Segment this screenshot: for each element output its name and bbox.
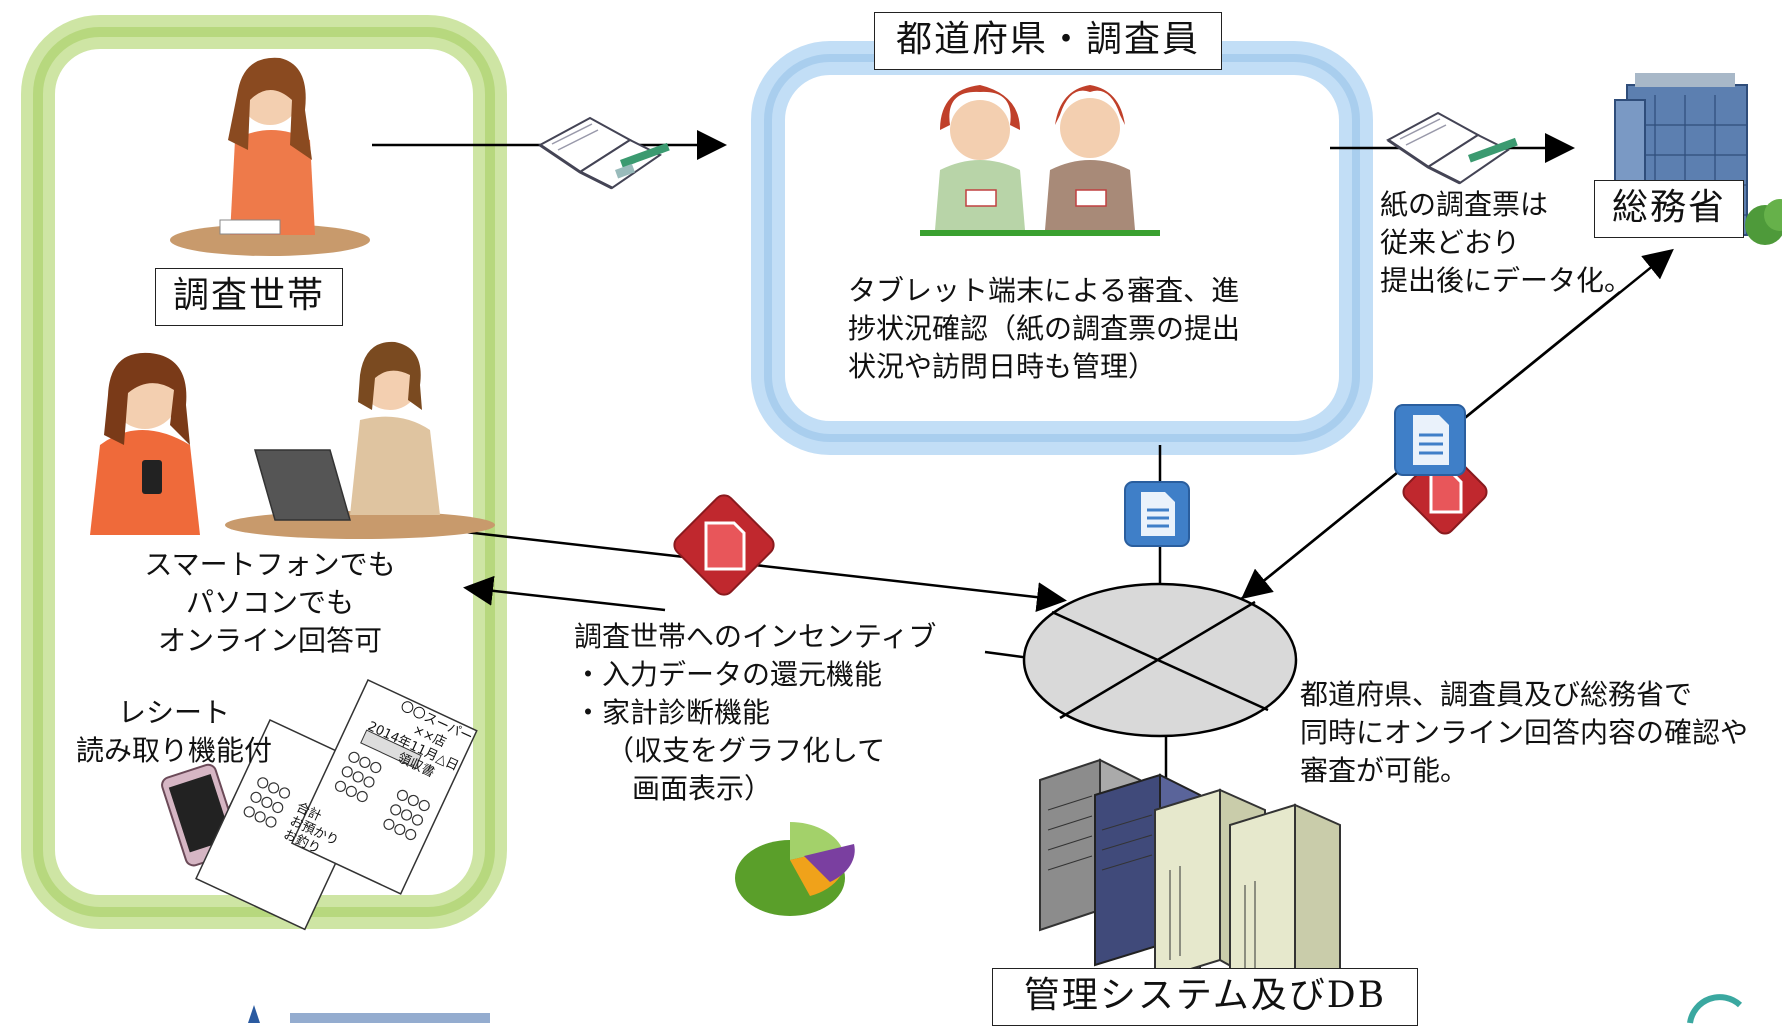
tablet-line-1: タブレット端末による審査、進 bbox=[848, 274, 1240, 307]
book-icon bbox=[1386, 111, 1518, 185]
blue-document-icon bbox=[1124, 481, 1190, 547]
shared-line-1: 都道府県、調査員及び総務省で bbox=[1300, 678, 1693, 711]
tablet-description: タブレット端末による審査、進 捗状況確認（紙の調査票の提出 状況や訪問日時も管理… bbox=[848, 272, 1240, 386]
incentive-item-2-detail-2: 画面表示） bbox=[632, 772, 773, 805]
paper-line-2: 従来どおり bbox=[1380, 226, 1521, 259]
household-label: 調査世帯 bbox=[155, 268, 343, 326]
receipt-icon bbox=[290, 679, 478, 895]
online-line-1: スマートフォンでも bbox=[144, 548, 396, 581]
tablet-line-2: 捗状況確認（紙の調査票の提出 bbox=[848, 312, 1241, 345]
system-label: 管理システム及びDB bbox=[992, 968, 1418, 1026]
logo-arc bbox=[1687, 994, 1743, 1024]
woman-laptop-illustration bbox=[225, 341, 495, 539]
logo-fragment bbox=[248, 1005, 490, 1023]
red-document-icon bbox=[673, 494, 775, 596]
pie-chart-icon bbox=[735, 822, 855, 916]
line-incentive-to-hub bbox=[984, 650, 1031, 660]
shared-line-3: 審査が可能。 bbox=[1300, 754, 1469, 787]
shared-line-2: 同時にオンライン回答内容の確認や bbox=[1300, 716, 1749, 749]
tablet-line-3: 状況や訪問日時も管理） bbox=[848, 350, 1157, 383]
receipt-feature-line-2: 読み取り機能付 bbox=[75, 734, 272, 767]
incentive-title: 調査世帯へのインセンティブ bbox=[574, 620, 937, 653]
incentive-note: 調査世帯へのインセンティブ ・入力データの還元機能 ・家計診断機能 （収支をグラ… bbox=[574, 618, 936, 808]
incentive-item-1: ・入力データの還元機能 bbox=[574, 658, 883, 691]
receipt-feature-line-1: レシート bbox=[117, 696, 230, 729]
shared-check-note: 都道府県、調査員及び総務省で 同時にオンライン回答内容の確認や 審査が可能。 bbox=[1300, 676, 1748, 790]
incentive-item-2-detail-1: （収支をグラフ化して bbox=[606, 734, 886, 767]
online-answer-note: スマートフォンでも パソコンでも オンライン回答可 bbox=[100, 546, 440, 660]
arrow-hub-to-household bbox=[463, 575, 666, 612]
online-line-2: パソコンでも bbox=[185, 586, 354, 619]
arrow-household-to-hub bbox=[464, 530, 1067, 613]
surveyors-illustration bbox=[920, 85, 1160, 236]
paper-survey-note: 紙の調査票は 従来どおり 提出後にデータ化。 bbox=[1380, 186, 1632, 300]
book-icon bbox=[538, 116, 670, 190]
prefecture-label: 都道府県・調査員 bbox=[874, 12, 1222, 70]
incentive-item-2: ・家計診断機能 bbox=[574, 696, 771, 729]
ministry-label: 総務省 bbox=[1594, 180, 1744, 238]
paper-line-1: 紙の調査票は bbox=[1380, 188, 1549, 221]
receipt-feature-note: レシート 読み取り機能付 bbox=[64, 694, 284, 770]
server-icon bbox=[1039, 758, 1341, 1002]
woman-writing-illustration bbox=[170, 57, 370, 256]
network-hub bbox=[1022, 582, 1298, 738]
smartphone-icon bbox=[161, 763, 241, 867]
woman-smartphone-illustration bbox=[90, 352, 200, 535]
online-line-3: オンライン回答可 bbox=[157, 624, 382, 657]
blue-document-icon bbox=[1394, 404, 1466, 476]
paper-line-3: 提出後にデータ化。 bbox=[1380, 264, 1633, 297]
